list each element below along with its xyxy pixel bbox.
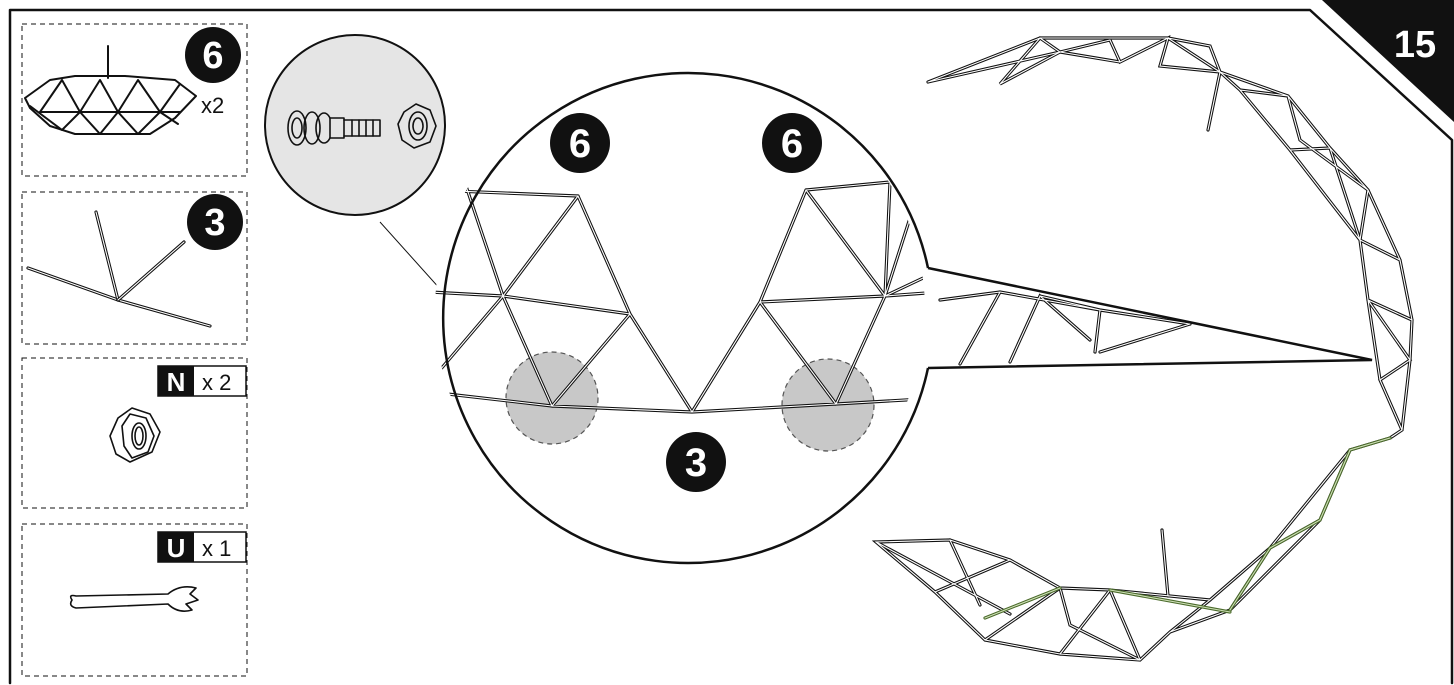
parts-badge-6: 6 [185, 27, 241, 83]
part-code-N: N x 2 [157, 365, 247, 397]
inset-nut-icon [397, 103, 437, 149]
step-corner: 15 [1322, 0, 1454, 122]
parts-box-dome-section: 6 x2 [21, 23, 248, 177]
detail-badge-6-right: 6 [762, 113, 822, 173]
parts-badge-3: 3 [187, 194, 243, 250]
hex-nut-icon [109, 407, 161, 463]
assembled-members [983, 436, 1392, 620]
dome-section-icon [24, 45, 197, 135]
hardware-inset [264, 34, 446, 216]
wrench-icon [69, 586, 199, 612]
highlight-left [505, 351, 599, 445]
parts-panel: 6 x2 3 N x 2 [21, 23, 248, 677]
svg-text:x 1: x 1 [202, 536, 231, 561]
step-number: 15 [1394, 24, 1436, 66]
svg-text:6: 6 [781, 122, 803, 166]
dome-assembly-illustration [871, 34, 1414, 662]
zoom-pointer [927, 266, 1373, 370]
parts-box-nut: N x 2 [21, 357, 248, 509]
svg-text:6: 6 [569, 122, 591, 166]
parts-box-rod-assembly: 3 [21, 191, 248, 345]
rod-assembly-icon [26, 210, 212, 328]
detail-badge-3: 3 [666, 432, 726, 492]
parts-box-wrench: U x 1 [21, 523, 248, 677]
svg-text:6: 6 [202, 35, 223, 77]
svg-text:N: N [167, 367, 186, 397]
svg-text:3: 3 [685, 441, 707, 485]
magnified-detail: 6 6 3 [435, 65, 1373, 565]
bolt-icon [287, 110, 381, 146]
svg-text:3: 3 [204, 202, 225, 244]
detail-badge-6-left: 6 [550, 113, 610, 173]
frame-rods [435, 180, 925, 414]
svg-text:x 2: x 2 [202, 370, 231, 395]
part-code-U: U x 1 [157, 531, 247, 563]
page-frame [8, 8, 1454, 685]
svg-text:U: U [167, 533, 186, 563]
quantity-label: x2 [201, 93, 224, 118]
